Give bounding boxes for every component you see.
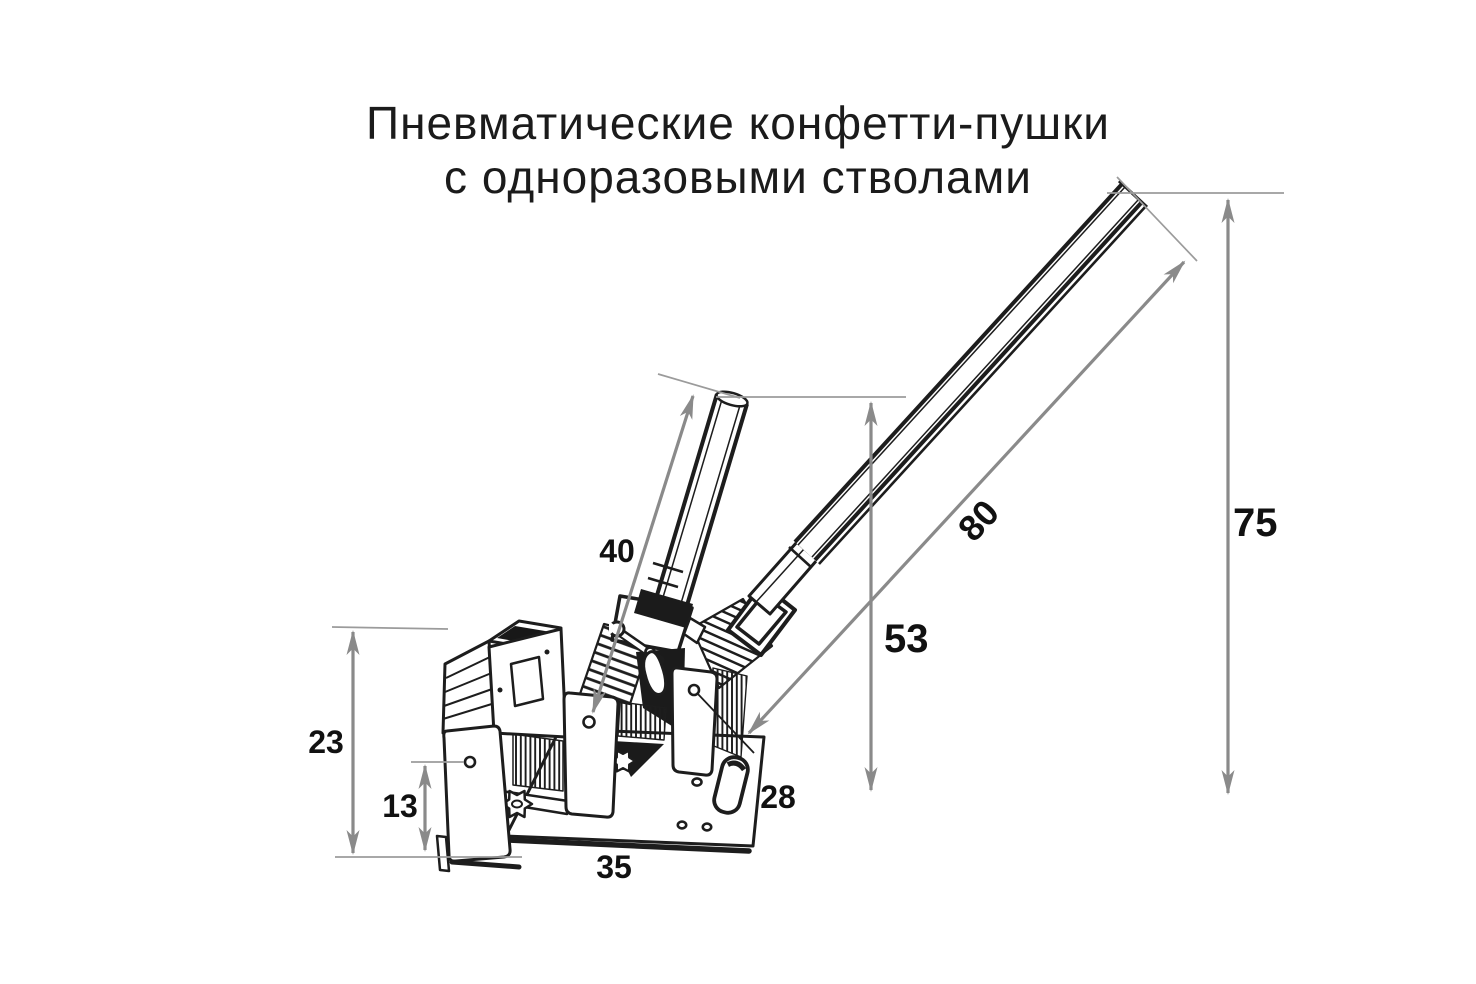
left-housing	[435, 619, 570, 873]
small-cannon-muzzle	[715, 390, 749, 408]
ext-large-muzzle-tick	[1116, 176, 1198, 262]
ext-small-muzzle-tick	[657, 373, 741, 399]
dim-label-housing-height: 23	[308, 724, 344, 760]
ext-housing-top	[331, 626, 449, 630]
pivot-leader-line	[696, 692, 755, 754]
housing-screw-dot	[544, 649, 550, 655]
housing-foot	[449, 859, 522, 870]
dim-label-base-width: 35	[596, 849, 632, 885]
center-mount-hole	[582, 715, 596, 729]
housing-left-face	[441, 639, 497, 735]
dim-label-small-barrel-length: 40	[599, 533, 635, 569]
housing-screw-dot	[497, 687, 503, 693]
base-shadow-triangle	[613, 741, 664, 777]
wing-nut-center	[511, 799, 523, 809]
figure-title-line2: с одноразовыми стволами	[444, 151, 1032, 204]
dimension-labels: 40 53 80 75 23 13 28 35	[308, 492, 1277, 885]
dim-label-base-depth: 28	[760, 779, 796, 815]
base-plate-handle-slot	[712, 755, 750, 815]
dim-line-small-barrel-length	[591, 394, 695, 714]
base-plate-front-edge	[504, 837, 752, 854]
dim-label-mount-hole-height: 13	[382, 788, 418, 824]
left-mount-hole	[463, 755, 477, 769]
figure-title-line1: Пневматические конфетти-пушки	[366, 97, 1110, 149]
small-cannon-spring-hatch	[617, 701, 667, 741]
small-cannon-barrel	[647, 390, 749, 613]
housing-label-window	[509, 655, 545, 708]
large-cannon	[670, 179, 1149, 777]
housing-foot-tab	[435, 834, 451, 873]
left-mount-plate	[442, 724, 512, 863]
dim-line-large-barrel-length	[747, 260, 1186, 735]
dim-label-small-barrel-height: 53	[884, 617, 929, 661]
housing-left-face-ribs	[442, 655, 496, 720]
dim-label-large-barrel-length: 80	[950, 492, 1007, 549]
dimension-lines	[346, 198, 1235, 855]
center-mount-plate	[562, 691, 620, 819]
dim-label-overall-height: 75	[1233, 501, 1278, 545]
figure-title: Пневматические конфетти-пушки с одноразо…	[0, 96, 1476, 205]
housing-spring-hatch	[512, 733, 564, 792]
base-plate-holes	[676, 777, 713, 832]
